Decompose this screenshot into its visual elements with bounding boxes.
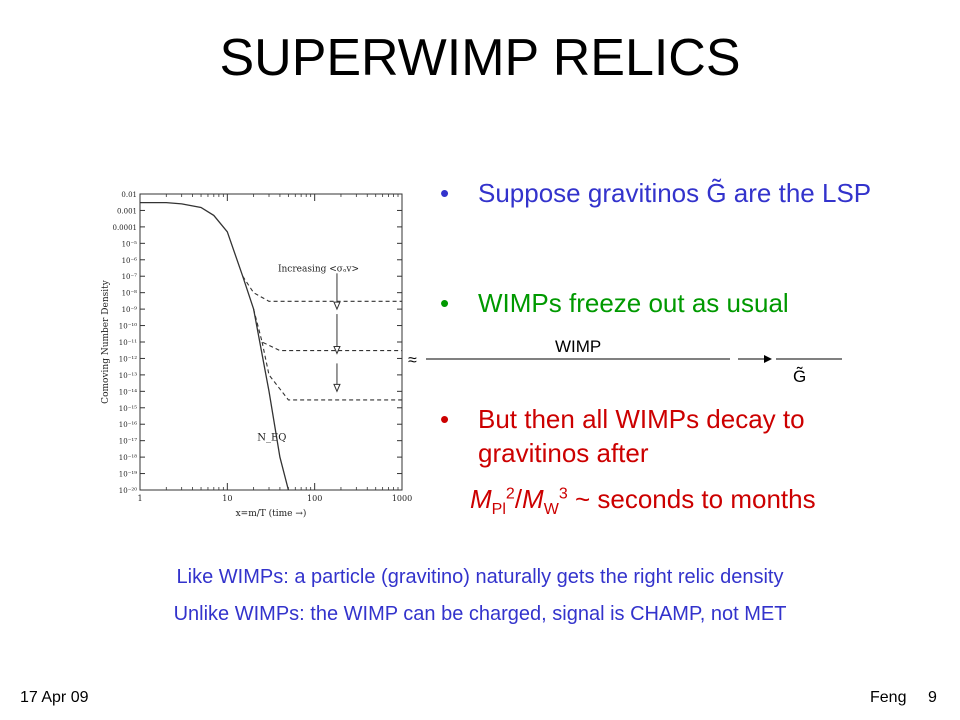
y-tick-label: 10⁻²⁰ — [119, 487, 137, 495]
arrow-head — [333, 383, 341, 393]
y-axis-label: Comoving Number Density — [101, 279, 111, 404]
freezeout-curve — [242, 275, 402, 302]
bullet-text: WIMPs freeze out as usual — [478, 288, 789, 318]
lifetime-formula: MPl2/MW3 ~ seconds to months — [470, 484, 816, 519]
formula-three: 3 — [558, 485, 568, 503]
footer-date: 17 Apr 09 — [20, 689, 89, 706]
y-tick-label: 10⁻⁶ — [122, 257, 138, 265]
y-tick-label: 10⁻¹⁷ — [119, 438, 137, 446]
plot-frame-box — [139, 193, 403, 491]
equilibrium-curve — [140, 201, 290, 491]
y-tick-label: 10⁻⁵ — [122, 240, 138, 248]
neq-annotation: N_EQ — [257, 433, 286, 444]
y-tick-label: 10⁻¹² — [119, 355, 137, 363]
y-tick-label: 10⁻¹⁸ — [119, 454, 137, 462]
y-tick-label: 0.0001 — [113, 224, 138, 232]
y-tick-label: 0.01 — [121, 191, 137, 199]
y-tick-label: 10⁻¹⁶ — [119, 421, 137, 429]
y-tick-label: 10⁻¹³ — [119, 372, 137, 380]
footer-page-number: 9 — [928, 689, 937, 706]
formula-rest: ~ seconds to months — [567, 484, 816, 514]
decay-arrow-head — [764, 355, 772, 363]
wavy-line-glyph: ≈ — [408, 352, 417, 369]
formula-w: W — [543, 501, 559, 519]
x-tick-label: 1 — [137, 494, 142, 503]
bullet-dot: • — [440, 178, 450, 208]
formula-pl: Pl — [491, 501, 506, 519]
note-unlike-wimps: Unlike WIMPs: the WIMP can be charged, s… — [173, 603, 787, 625]
y-tick-label: 10⁻⁸ — [122, 290, 138, 298]
x-tick-label: 100 — [307, 494, 322, 503]
freezeout-curve — [261, 341, 402, 401]
arrow-head — [333, 301, 341, 311]
bullet-dot: • — [440, 288, 450, 318]
x-axis-label: x=m/T (time →) — [236, 508, 307, 519]
slide-title: SUPERWIMP RELICS — [219, 29, 741, 87]
y-tick-label: 0.001 — [117, 207, 137, 215]
relic-density-plot: 0.01 0.001 0.0001 10⁻⁵ 10⁻⁶ 10⁻⁷ 10⁻⁸ 10⁻⁹ 10⁻¹⁰… — [101, 191, 412, 519]
y-tick-label: 10⁻¹¹ — [119, 339, 137, 347]
bullet-text: Suppose gravitinos G̃ are the LSP — [478, 178, 872, 208]
formula-slash: / — [514, 484, 523, 514]
decay-diagram: ≈ — [408, 352, 842, 369]
wimp-label: WIMP — [555, 337, 602, 356]
footer-author: Feng — [870, 689, 907, 706]
y-tick-label: 10⁻⁷ — [122, 273, 138, 281]
y-tick-label: 10⁻¹⁹ — [119, 471, 137, 479]
bullet-text: But then all WIMPs decay to gravitinos a… — [478, 404, 805, 468]
formula-mw: M — [522, 484, 544, 514]
increasing-annotation: Increasing <σₐv> — [278, 264, 359, 274]
bullet-dot: • — [440, 404, 450, 434]
x-tick-label: 10 — [222, 494, 232, 503]
formula-m: M — [470, 484, 492, 514]
y-tick-label: 10⁻⁹ — [122, 306, 138, 314]
y-tick-label: 10⁻¹⁴ — [119, 388, 137, 396]
gravitino-label: G̃ — [793, 367, 807, 386]
x-tick-label: 1000 — [392, 494, 412, 503]
y-tick-label: 10⁻¹⁵ — [119, 405, 137, 413]
note-like-wimps: Like WIMPs: a particle (gravitino) natur… — [176, 566, 784, 588]
y-tick-label: 10⁻¹⁰ — [119, 323, 137, 331]
formula-two: 2 — [505, 485, 515, 503]
arrow-head — [333, 345, 341, 355]
freezeout-curve — [253, 308, 402, 352]
